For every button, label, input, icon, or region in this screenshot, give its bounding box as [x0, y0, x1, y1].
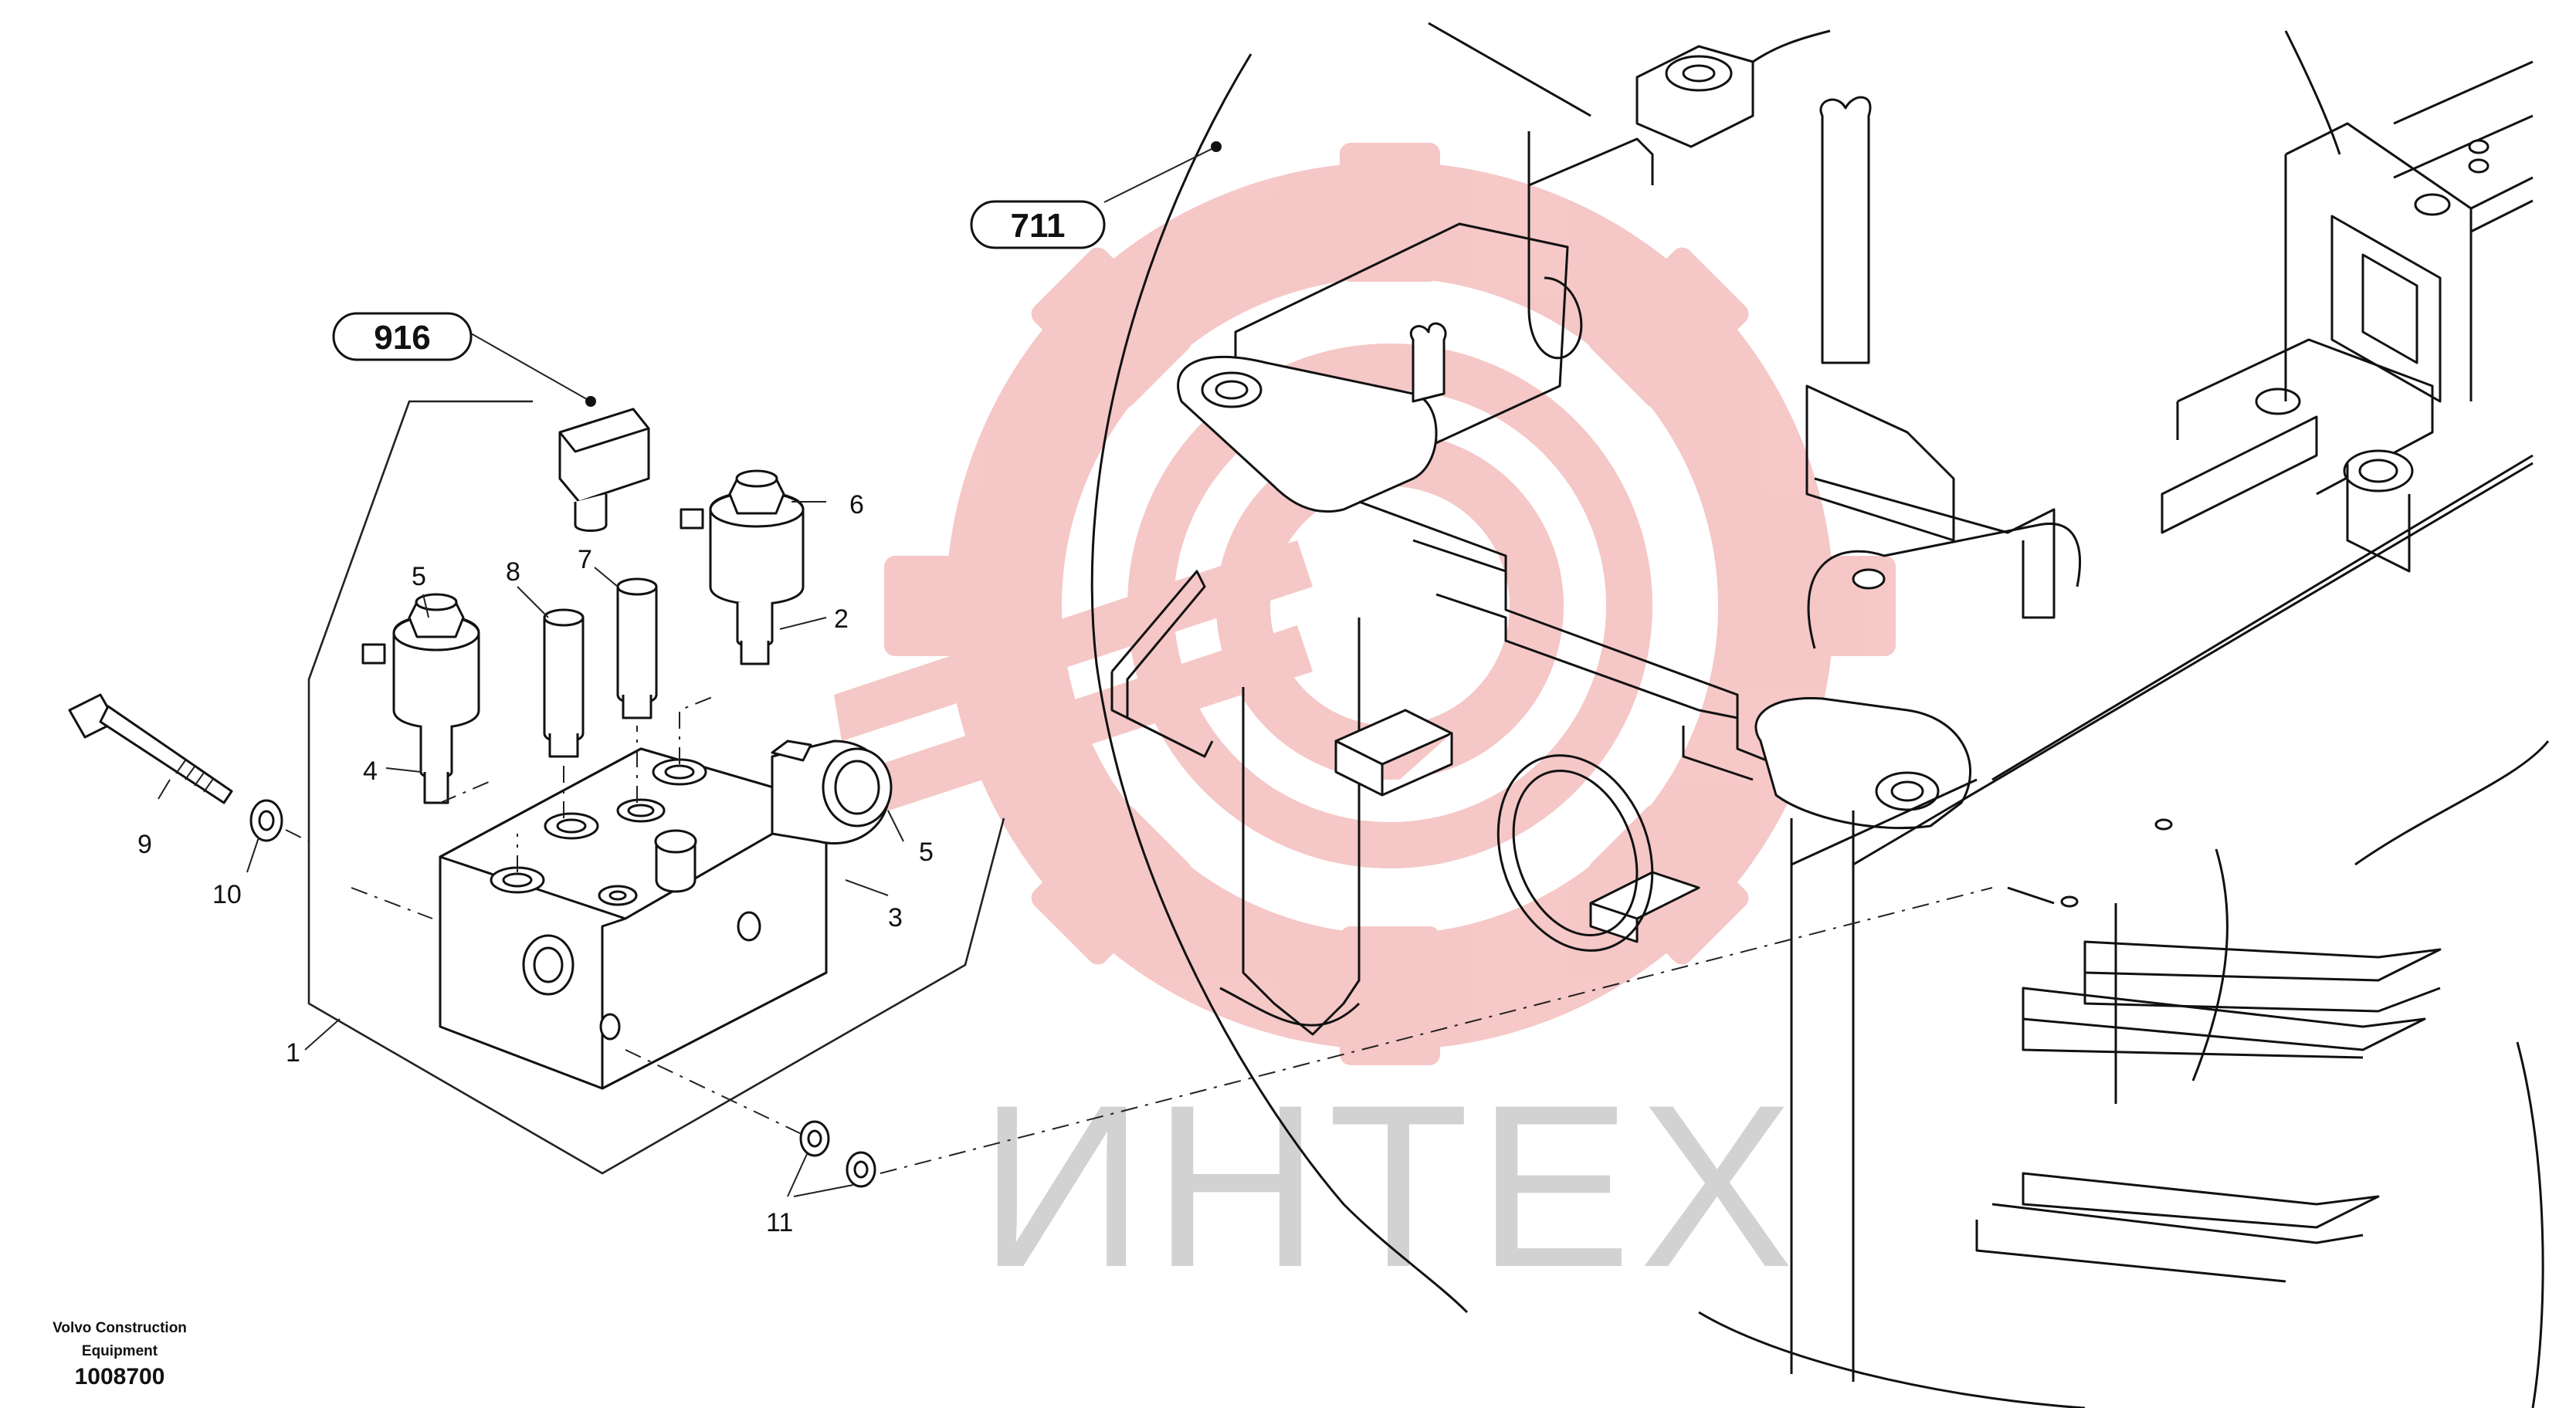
leader-lines [158, 141, 1222, 1197]
drawing-number: 1008700 [74, 1364, 165, 1389]
cartridge-valve-7 [616, 577, 658, 719]
group-boundary [307, 400, 1005, 1175]
part-label-10: 10 [212, 880, 242, 909]
solenoid-valve-6 [680, 469, 805, 665]
part-label-8: 8 [506, 557, 520, 587]
cartridge-valve-8 [543, 608, 585, 758]
company-name-line1: Volvo Construction [53, 1320, 187, 1336]
solenoid-valve-5-left [361, 593, 480, 804]
part-label-3: 3 [888, 903, 903, 932]
machine-frame [1090, 22, 2550, 1408]
part-label-11: 11 [766, 1208, 793, 1237]
washer-10 [249, 799, 283, 842]
washers-11 [799, 1120, 876, 1188]
part-label-9: 9 [137, 830, 152, 859]
part-label-5b: 5 [919, 838, 934, 867]
callout-711[interactable]: 711 [970, 200, 1106, 249]
part-label-1: 1 [286, 1038, 300, 1068]
valve-block-assembly [68, 400, 1993, 1188]
connector-916 [558, 408, 650, 532]
part-label-4: 4 [363, 756, 378, 786]
part-label-6: 6 [849, 490, 864, 520]
callout-916[interactable]: 916 [332, 312, 473, 361]
part-label-2: 2 [834, 604, 849, 634]
callout-916-label: 916 [374, 319, 430, 357]
title-block: Volvo Construction Equipment 1008700 [31, 1317, 208, 1391]
part-label-5a: 5 [412, 562, 426, 591]
bolt-9 [68, 693, 233, 804]
callout-711-label: 711 [1011, 207, 1066, 245]
watermark-text: ИНТЕХ [978, 1056, 1802, 1315]
part-number-labels: 1 2 3 4 5 5 6 7 8 9 10 11 [137, 490, 934, 1237]
company-name-line2: Equipment [81, 1343, 158, 1359]
valve-block [439, 740, 893, 1090]
watermark-gear-logo [834, 143, 1896, 1065]
part-label-7: 7 [578, 545, 592, 574]
